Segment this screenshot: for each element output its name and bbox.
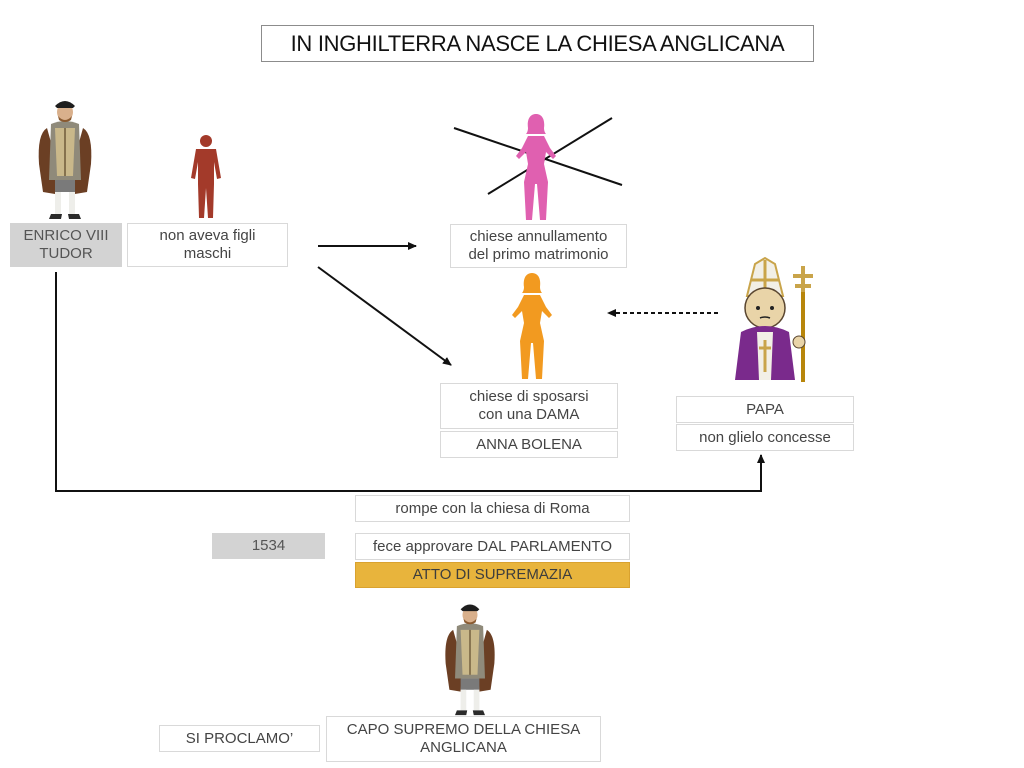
head-box: CAPO SUPREMO DELLA CHIESA ANGLICANA xyxy=(326,716,601,762)
marry-label: chiese di sposarsi con una DAMA xyxy=(469,388,589,423)
pope-figure-icon xyxy=(735,256,813,382)
parliament-box: fece approvare DAL PARLAMENTO xyxy=(355,533,630,560)
path-king-to-pope xyxy=(55,272,765,492)
no-sons-box: non aveva figli maschi xyxy=(127,223,288,267)
woman-silhouette-crossed-icon xyxy=(516,114,556,220)
marry-box: chiese di sposarsi con una DAMA xyxy=(440,383,618,429)
woman-silhouette-icon xyxy=(512,273,552,379)
arrow-to-marry xyxy=(317,266,452,366)
man-silhouette-icon xyxy=(191,135,221,218)
page-title-text: IN INGHILTERRA NASCE LA CHIESA ANGLICANA xyxy=(290,30,785,56)
year-label: 1534 xyxy=(251,537,286,554)
rome-box: rompe con la chiesa di Roma xyxy=(355,495,630,522)
act-label: ATTO DI SUPREMAZIA xyxy=(412,566,573,583)
king-box: ENRICO VIII TUDOR xyxy=(10,223,122,267)
pope-refused-label: non glielo concesse xyxy=(699,428,831,446)
anna-label: ANNA BOLENA xyxy=(476,435,582,453)
anna-box: ANNA BOLENA xyxy=(440,431,618,458)
annulment-label: chiese annullamento del primo matrimonio xyxy=(468,228,609,263)
proclaimed-box: SI PROCLAMO’ xyxy=(159,725,320,752)
head-label: CAPO SUPREMO DELLA CHIESA ANGLICANA xyxy=(346,721,581,756)
no-sons-label: non aveva figli maschi xyxy=(159,227,256,262)
proclaimed-label: SI PROCLAMO’ xyxy=(185,729,294,747)
parliament-label: fece approvare DAL PARLAMENTO xyxy=(373,537,612,555)
rome-label: rompe con la chiesa di Roma xyxy=(395,499,590,517)
act-box: ATTO DI SUPREMAZIA xyxy=(355,562,630,588)
henry-viii-portrait-bottom-icon xyxy=(445,604,495,716)
page-title: IN INGHILTERRA NASCE LA CHIESA ANGLICANA xyxy=(261,25,814,62)
pope-label: PAPA xyxy=(746,400,784,418)
king-label: ENRICO VIII TUDOR xyxy=(23,227,109,262)
henry-viii-portrait-icon xyxy=(38,101,92,219)
pope-box: PAPA xyxy=(676,396,854,423)
year-box: 1534 xyxy=(212,533,325,559)
pope-refused-box: non glielo concesse xyxy=(676,424,854,451)
annulment-box: chiese annullamento del primo matrimonio xyxy=(450,224,627,268)
